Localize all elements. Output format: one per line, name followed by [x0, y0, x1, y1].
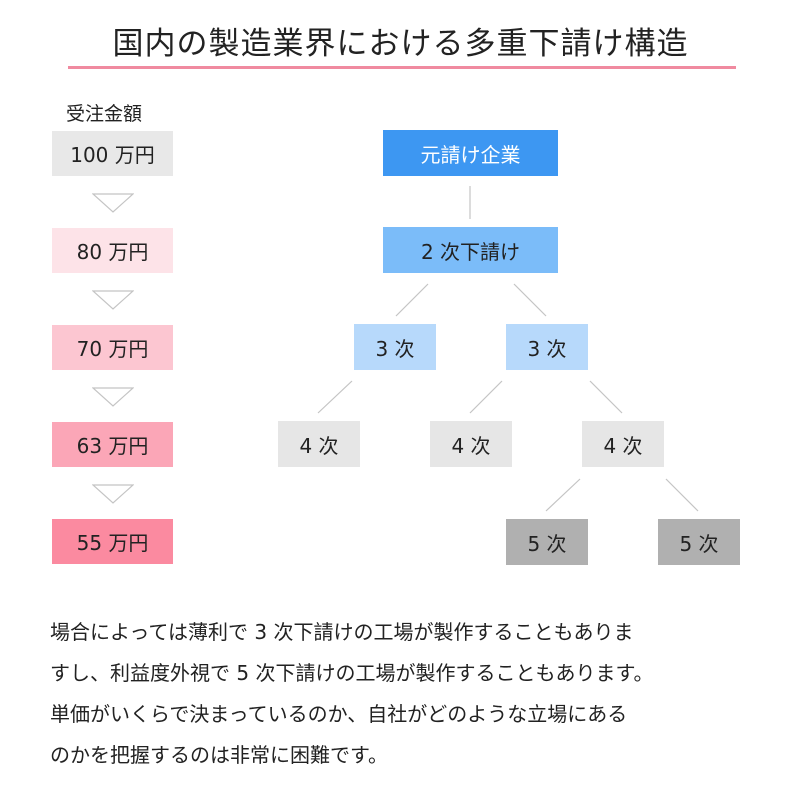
down-arrow-icon	[92, 387, 134, 407]
description-line: 場合によっては薄利で 3 次下請けの工場が製作することもありま	[50, 620, 634, 644]
description-line: すし、利益度外視で 5 次下請けの工場が製作することもあります。	[50, 661, 654, 685]
down-arrow-icon	[92, 290, 134, 310]
description-text: 場合によっては薄利で 3 次下請けの工場が製作することもありま すし、利益度外視…	[50, 612, 770, 776]
order-amount-label: 受注金額	[66, 103, 143, 125]
amount-box-2: 80 万円	[52, 228, 173, 273]
tree-node-tier4: 4 次	[582, 421, 664, 467]
amount-box-3: 70 万円	[52, 325, 173, 370]
down-arrow-icon	[92, 193, 134, 213]
tree-node-tier4: 4 次	[278, 421, 360, 467]
tree-node-tier5: 5 次	[658, 519, 740, 565]
down-arrow-icon	[92, 484, 134, 504]
tree-node-tier2: 2 次下請け	[383, 227, 558, 273]
title-underline	[68, 66, 736, 69]
tree-node-tier3: 3 次	[506, 324, 588, 370]
tree-node-tier4: 4 次	[430, 421, 512, 467]
amount-box-5: 55 万円	[52, 519, 173, 564]
description-line: のかを把握するのは非常に困難です。	[50, 743, 388, 767]
amount-box-1: 100 万円	[52, 131, 173, 176]
page-title: 国内の製造業界における多重下請け構造	[112, 26, 689, 62]
description-line: 単価がいくらで決まっているのか、自社がどのような立場にある	[50, 702, 628, 726]
tree-node-tier5: 5 次	[506, 519, 588, 565]
tree-node-prime-contractor: 元請け企業	[383, 130, 558, 176]
amount-box-4: 63 万円	[52, 422, 173, 467]
tree-node-tier3: 3 次	[354, 324, 436, 370]
